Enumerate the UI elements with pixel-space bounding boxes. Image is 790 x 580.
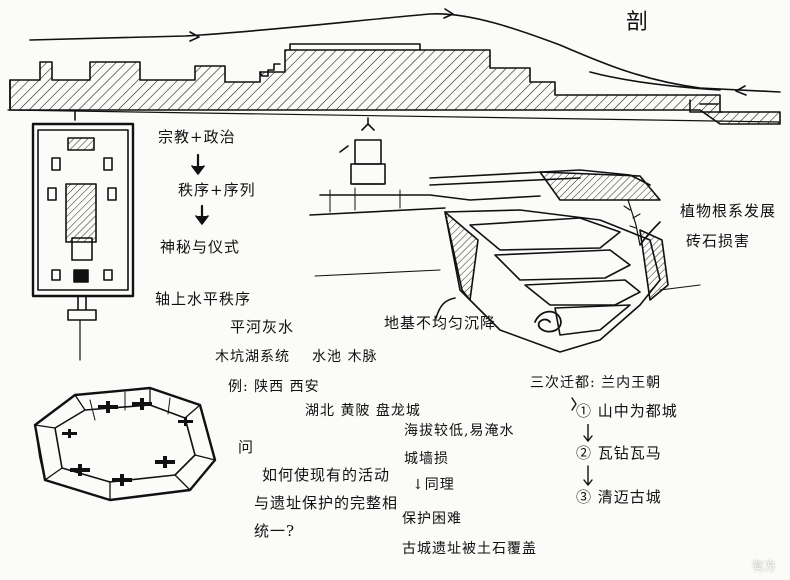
octagon-pool-drawing bbox=[33, 386, 217, 502]
note-same-reason: ↓同理 bbox=[412, 477, 455, 493]
relocation-title: 三次迁都: 兰内王朝 bbox=[530, 375, 662, 391]
note-region-huangpi: 湖北 黄陂 盘龙城 bbox=[305, 403, 421, 419]
note-mystery-ritual: 神秘与仪式 bbox=[160, 238, 241, 256]
note-water-1: 平河灰水 bbox=[230, 318, 295, 336]
note-question-mark: 问 bbox=[238, 438, 255, 456]
note-region-xian: 例: 陕西 西安 bbox=[228, 379, 320, 395]
section-label: 剖 bbox=[626, 10, 650, 35]
down-arrow-icon bbox=[583, 424, 593, 443]
note-water-2: 木坑湖系统 bbox=[215, 349, 290, 365]
note-order-sequence: 秩序+序列 bbox=[178, 181, 256, 199]
note-foundation-settlement: 地基不均匀沉降 bbox=[384, 314, 497, 332]
flow-arrow-icon bbox=[189, 31, 200, 42]
note-low-altitude: 海拔较低,易淹水 bbox=[404, 423, 515, 439]
relocation-step-3: ③ 清迈古城 bbox=[576, 488, 662, 506]
note-masonry-damage: 砖石损害 bbox=[686, 232, 751, 250]
note-buried-ruins: 古城遗址被土石覆盖 bbox=[402, 541, 537, 557]
ruins-perspective-drawing bbox=[309, 117, 701, 353]
note-water-3: 水池 木脉 bbox=[312, 349, 378, 365]
note-question-line2: 与遗址保护的完整相 bbox=[254, 494, 399, 512]
relocation-step-1: ① 山中为都城 bbox=[576, 402, 678, 420]
relocation-step-2: ② 瓦钻瓦马 bbox=[576, 444, 662, 462]
note-plant-roots: 植物根系发展 bbox=[680, 202, 777, 220]
note-question-line3: 统一? bbox=[254, 522, 296, 540]
note-question-line1: 如何使现有的活动 bbox=[262, 466, 391, 484]
note-religion-politics: 宗教+政治 bbox=[158, 128, 236, 146]
note-axis-order: 轴上水平秩序 bbox=[155, 290, 252, 308]
note-protection-difficult: 保护困难 bbox=[402, 511, 462, 527]
down-arrow-icon bbox=[583, 465, 593, 487]
note-wall-damage: 城墙损 bbox=[404, 451, 449, 467]
plan-drawing bbox=[31, 111, 135, 361]
relocation-arrows bbox=[583, 424, 593, 487]
flow-arrow-icon bbox=[443, 8, 454, 19]
flow-arrow-icon bbox=[735, 85, 747, 96]
watermark: 有方 bbox=[751, 559, 776, 573]
section-drawing bbox=[7, 8, 781, 125]
